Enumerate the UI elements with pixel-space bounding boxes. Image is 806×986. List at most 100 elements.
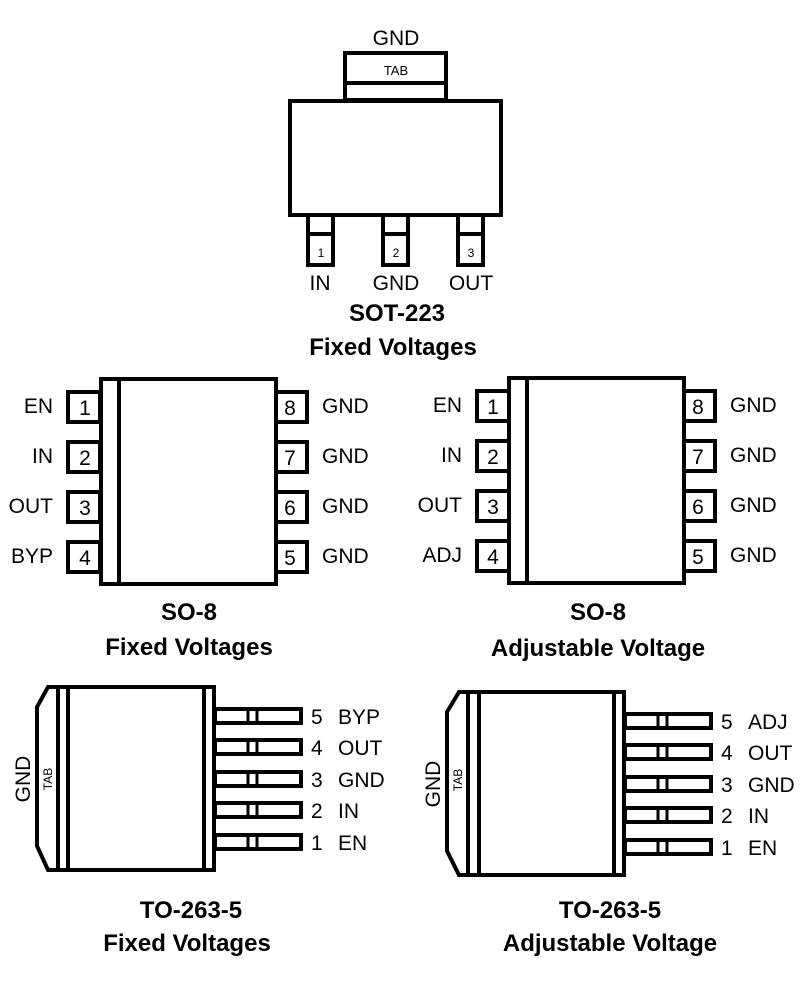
pin-signal: GND bbox=[730, 444, 777, 467]
pin-signal: IN bbox=[338, 800, 359, 823]
pin-signal: IN bbox=[748, 805, 769, 828]
pin-signal: IN bbox=[441, 444, 462, 467]
to263-fixed-package-name: TO-263-5 bbox=[140, 897, 242, 924]
lead-5 bbox=[623, 712, 713, 730]
pin-lead bbox=[456, 213, 485, 267]
so8-fixed-left-pins: 1 2 3 4 EN IN OUT BYP bbox=[9, 390, 102, 574]
pin-number: 1 bbox=[721, 837, 733, 860]
pin-signal: EN bbox=[433, 394, 462, 417]
pin-number: 4 bbox=[487, 546, 499, 569]
lead-2 bbox=[623, 806, 713, 824]
pin-number: 1 bbox=[79, 397, 91, 420]
lead-1 bbox=[623, 838, 713, 856]
pin-number: 6 bbox=[284, 497, 296, 520]
pin-signal: GND bbox=[730, 494, 777, 517]
so8-adj-left-pins: 1 2 3 4 EN IN OUT ADJ bbox=[418, 389, 511, 573]
pin-signal: GND bbox=[322, 545, 369, 568]
sot223-pin-2: 2 GND bbox=[373, 213, 420, 295]
tab-label: TAB bbox=[41, 768, 55, 790]
pin-lead bbox=[682, 489, 717, 523]
pin-signal: GND bbox=[373, 272, 420, 295]
pin-signal: GND bbox=[322, 445, 369, 468]
pin-number: 2 bbox=[487, 446, 499, 469]
pin-signal: BYP bbox=[11, 545, 53, 568]
pin-number: 5 bbox=[311, 706, 323, 729]
pin-signal: GND bbox=[322, 395, 369, 418]
pin-signal: EN bbox=[748, 837, 777, 860]
so8-fixed-package-name: SO-8 bbox=[161, 599, 217, 626]
to263-adj-subtitle: Adjustable Voltage bbox=[503, 930, 717, 957]
sot223-subtitle: Fixed Voltages bbox=[309, 334, 477, 361]
pin-lead bbox=[475, 539, 511, 573]
pin-number: 1 bbox=[318, 246, 325, 260]
pin-signal: OUT bbox=[9, 495, 54, 518]
pin-number: 2 bbox=[393, 246, 400, 260]
pin-number: 4 bbox=[79, 547, 91, 570]
pin-signal: GND bbox=[322, 495, 369, 518]
pin-number: 5 bbox=[692, 546, 704, 569]
sot223-pin-3: 3 OUT bbox=[449, 213, 494, 295]
to263-fixed-leads bbox=[213, 707, 303, 851]
pin-signal: OUT bbox=[338, 737, 383, 760]
so8-adj-right-pins: 8 7 6 5 GND GND GND GND bbox=[682, 389, 777, 573]
pin-signal: GND bbox=[748, 774, 795, 797]
pin-signal: GND bbox=[730, 544, 777, 567]
to263-fixed-package: 5 4 3 2 1 BYP OUT GND IN EN GND TAB TO-2… bbox=[12, 685, 385, 957]
pin-number: 2 bbox=[79, 447, 91, 470]
pin-signal: GND bbox=[338, 769, 385, 792]
to263-fixed-subtitle: Fixed Voltages bbox=[103, 930, 271, 957]
pin-number: 8 bbox=[284, 397, 296, 420]
pin-number: 6 bbox=[692, 496, 704, 519]
pin-signal: IN bbox=[310, 272, 331, 295]
lead-3 bbox=[623, 775, 713, 793]
so8-adj-package-name: SO-8 bbox=[570, 599, 626, 626]
sot223-tab-signal: GND bbox=[373, 27, 420, 50]
lead-2 bbox=[213, 801, 303, 819]
pin-lead bbox=[682, 389, 717, 423]
so8-fixed-body bbox=[99, 377, 278, 586]
sot223-body bbox=[288, 99, 503, 217]
pin-number: 2 bbox=[311, 800, 323, 823]
pin-signal: OUT bbox=[748, 742, 793, 765]
to263-adj-package: 5 4 3 2 1 ADJ OUT GND IN EN GND TAB TO-2… bbox=[422, 690, 795, 957]
pin-number: 7 bbox=[692, 446, 704, 469]
pin-signal: GND bbox=[730, 394, 777, 417]
to263-fixed-body bbox=[35, 685, 216, 872]
pin-number: 3 bbox=[311, 769, 323, 792]
sot223-tab-label: TAB bbox=[384, 63, 408, 78]
pin-lead bbox=[381, 213, 410, 267]
pin-signal: IN bbox=[32, 445, 53, 468]
pin-lead bbox=[306, 213, 335, 267]
pin-number: 2 bbox=[721, 805, 733, 828]
lead-1 bbox=[213, 833, 303, 851]
to263-adj-body bbox=[445, 690, 626, 877]
to263-adj-package-name: TO-263-5 bbox=[559, 897, 661, 924]
pin-number: 8 bbox=[692, 396, 704, 419]
pin-number: 3 bbox=[468, 246, 475, 260]
sot223-package: GND TAB 1 IN 2 GND 3 OUT SOT-223 Fixed V… bbox=[288, 27, 503, 361]
pin-signal: EN bbox=[338, 832, 367, 855]
pin-signal: EN bbox=[24, 395, 53, 418]
pin-number: 1 bbox=[311, 832, 323, 855]
so8-adj-package: 1 2 3 4 EN IN OUT ADJ 8 7 6 5 GND GND GN… bbox=[418, 376, 777, 662]
pin-signal: OUT bbox=[449, 272, 494, 295]
tab-signal: GND bbox=[422, 761, 445, 808]
pin-number: 4 bbox=[311, 737, 323, 760]
pin-signal: OUT bbox=[418, 494, 463, 517]
tab-label: TAB bbox=[451, 769, 465, 791]
so8-fixed-subtitle: Fixed Voltages bbox=[105, 634, 273, 661]
pin-number: 3 bbox=[79, 497, 91, 520]
tab-signal: GND bbox=[12, 756, 35, 803]
pin-number: 1 bbox=[487, 396, 499, 419]
pin-lead bbox=[274, 440, 309, 474]
pin-number: 5 bbox=[721, 711, 733, 734]
pin-signal: ADJ bbox=[422, 544, 462, 567]
pin-number: 5 bbox=[284, 547, 296, 570]
pin-number: 4 bbox=[721, 742, 733, 765]
so8-fixed-right-pins: 8 7 6 5 GND GND GND GND bbox=[274, 390, 369, 574]
lead-3 bbox=[213, 770, 303, 788]
lead-5 bbox=[213, 707, 303, 725]
so8-adj-body bbox=[507, 376, 686, 585]
pin-number: 3 bbox=[721, 774, 733, 797]
